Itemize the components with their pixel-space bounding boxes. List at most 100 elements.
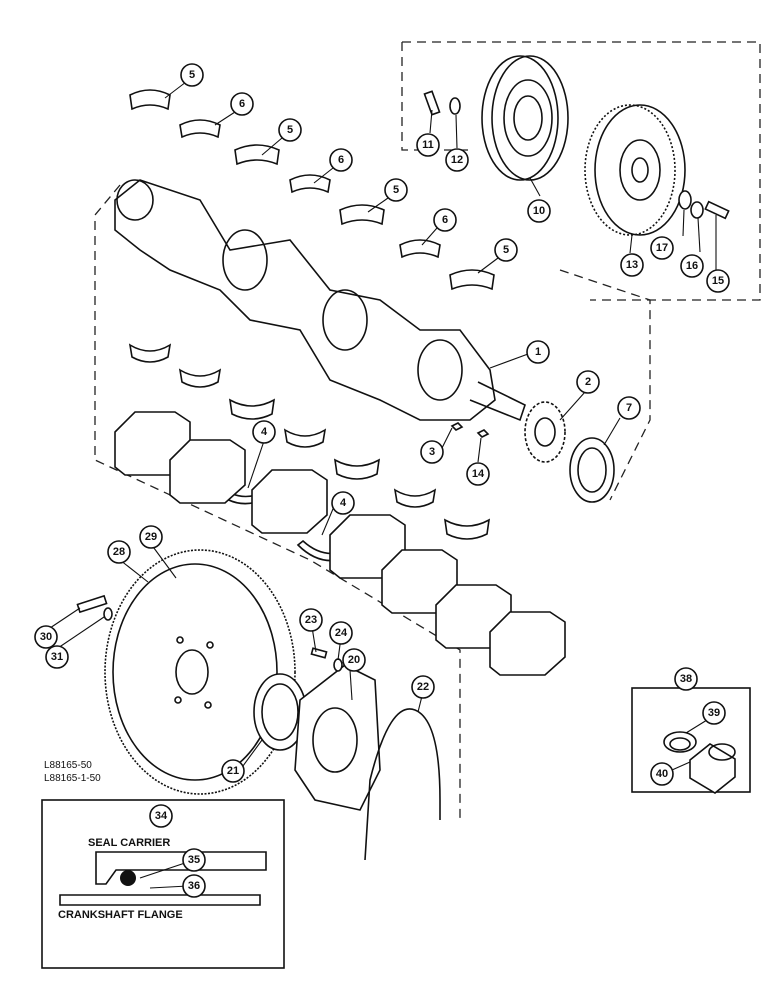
- seal-carrier-shape: [95, 851, 267, 885]
- ref-code-1: L88165-50: [44, 760, 92, 771]
- leader-lines: [49, 81, 717, 771]
- svg-text:40: 40: [656, 768, 668, 780]
- crankshaft-flange-shape: [59, 894, 261, 906]
- callout-29: 29: [139, 525, 163, 549]
- svg-text:38: 38: [680, 673, 692, 685]
- callout-5b: 5: [278, 118, 302, 142]
- callout-38: 38: [674, 667, 698, 691]
- callout-5a: 5: [180, 63, 204, 87]
- rear-seal-carrier: [294, 664, 381, 811]
- svg-text:14: 14: [472, 468, 485, 480]
- svg-text:36: 36: [188, 880, 200, 892]
- ref-code-2: L88165-1-50: [44, 773, 101, 784]
- callout-24: 24: [329, 621, 353, 645]
- crankshaft: [114, 179, 526, 422]
- callout-40: 40: [650, 762, 674, 786]
- pulley-bolt-11: [423, 90, 441, 116]
- svg-text:6: 6: [442, 214, 448, 226]
- svg-text:30: 30: [40, 631, 52, 643]
- callout-21: 21: [221, 759, 245, 783]
- flywheel: [104, 549, 296, 795]
- callout-12: 12: [445, 148, 469, 172]
- carrier-screw: [310, 647, 328, 659]
- svg-text:6: 6: [338, 154, 344, 166]
- inset-34: [41, 799, 285, 969]
- front-seal: [569, 437, 615, 503]
- damper-pulley: [481, 55, 569, 181]
- svg-text:20: 20: [348, 654, 360, 666]
- svg-text:3: 3: [429, 446, 435, 458]
- crankshaft-group-outline: [94, 184, 461, 820]
- callout-36: 36: [182, 874, 206, 898]
- callout-2: 2: [576, 370, 600, 394]
- svg-text:12: 12: [451, 154, 463, 166]
- callout-23: 23: [299, 608, 323, 632]
- pulley-group-outline: [401, 41, 761, 301]
- callout-22: 22: [411, 675, 435, 699]
- rear-seal: [253, 673, 307, 751]
- key-14: [476, 429, 490, 438]
- svg-text:21: 21: [227, 765, 239, 777]
- callout-10: 10: [527, 199, 551, 223]
- fan-drive-pulley: [584, 104, 686, 236]
- svg-text:23: 23: [305, 614, 317, 626]
- pulley-washer-12: [449, 97, 461, 115]
- callout-16: 16: [680, 254, 704, 278]
- callout-34: 34: [149, 804, 173, 828]
- svg-text:5: 5: [189, 69, 195, 81]
- callout-13: 13: [620, 253, 644, 277]
- callout-3: 3: [420, 440, 444, 464]
- svg-text:1: 1: [535, 346, 541, 358]
- callout-1: 1: [526, 340, 550, 364]
- svg-text:4: 4: [261, 426, 268, 438]
- callout-15: 15: [706, 269, 730, 293]
- svg-text:2: 2: [585, 376, 591, 388]
- callout-5c: 5: [384, 178, 408, 202]
- callout-30: 30: [34, 625, 58, 649]
- callout-7: 7: [617, 396, 641, 420]
- inset-crankshaft-flange-label: CRANKSHAFT FLANGE: [58, 909, 183, 921]
- callout-11: 11: [416, 133, 440, 157]
- flywheel-washer: [103, 607, 113, 621]
- svg-text:29: 29: [145, 531, 157, 543]
- crankshaft-right-outline: [559, 269, 651, 501]
- bushing-39: [663, 731, 697, 753]
- svg-text:4: 4: [340, 497, 347, 509]
- callout-6c: 6: [433, 208, 457, 232]
- lower-bearing-shells: [128, 343, 491, 540]
- svg-text:28: 28: [113, 546, 125, 558]
- crankshaft-gear: [524, 401, 566, 463]
- callout-4b: 4: [331, 491, 355, 515]
- callout-14: 14: [466, 462, 490, 486]
- callout-35: 35: [182, 848, 206, 872]
- callout-6a: 6: [230, 92, 254, 116]
- callout-17: 17: [650, 236, 674, 260]
- callout-39: 39: [702, 701, 726, 725]
- pulley-bolt-15: [704, 200, 730, 220]
- key-3: [450, 422, 464, 431]
- callout-28: 28: [107, 540, 131, 564]
- callout-4a: 4: [252, 420, 276, 444]
- svg-text:35: 35: [188, 854, 200, 866]
- svg-text:34: 34: [155, 810, 168, 822]
- svg-text:15: 15: [712, 275, 724, 287]
- svg-text:39: 39: [708, 707, 720, 719]
- svg-text:7: 7: [626, 402, 632, 414]
- carrier-washer: [333, 658, 343, 672]
- svg-text:10: 10: [533, 205, 545, 217]
- svg-text:16: 16: [686, 260, 698, 272]
- pulley-washer-17: [678, 190, 692, 210]
- callout-6b: 6: [329, 148, 353, 172]
- inset-seal-carrier-label: SEAL CARRIER: [88, 837, 170, 849]
- bushing-40: [689, 743, 736, 794]
- pulley-washer-16: [690, 201, 704, 219]
- svg-text:5: 5: [393, 184, 399, 196]
- svg-text:22: 22: [417, 681, 429, 693]
- rear-gasket: [364, 708, 441, 861]
- svg-text:24: 24: [335, 627, 348, 639]
- upper-bearing-shells: [129, 89, 495, 291]
- callout-5d: 5: [494, 238, 518, 262]
- main-bearing-caps: [114, 411, 566, 676]
- svg-text:31: 31: [51, 651, 63, 663]
